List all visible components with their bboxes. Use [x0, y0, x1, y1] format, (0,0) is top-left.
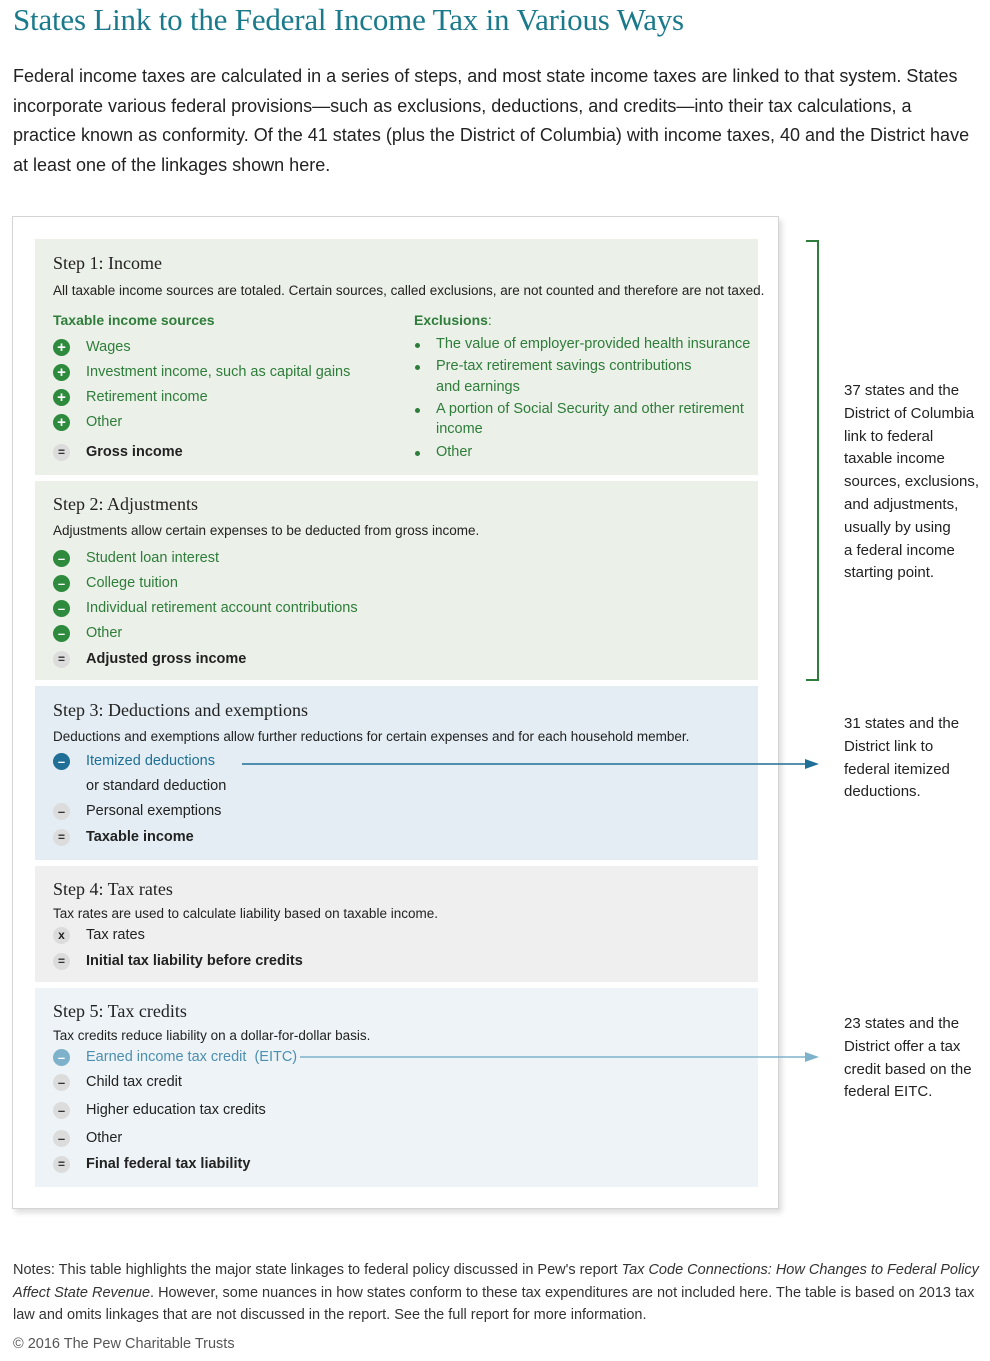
page-title: States Link to the Federal Income Tax in… — [13, 2, 684, 37]
initial-tax-liability-result: Initial tax liability before credits — [86, 953, 303, 969]
step3-title: Step 3: Deductions and exemptions — [53, 700, 308, 720]
adjustment-college-tuition: College tuition — [86, 575, 178, 591]
exclusion-other: Other — [436, 444, 473, 460]
minus-icon: – — [53, 550, 70, 567]
step4-title: Step 4: Tax rates — [53, 879, 173, 899]
step1-panel: Step 1: Income All taxable income source… — [35, 239, 764, 475]
tax-rates-item: Tax rates — [86, 927, 145, 943]
minus-icon: – — [53, 1049, 70, 1066]
itemized-deductions: Itemized deductions — [86, 753, 215, 769]
bullet-icon — [415, 408, 420, 413]
income-source-retirement: Retirement income — [86, 389, 208, 405]
itemized-arrowhead — [805, 759, 819, 769]
minus-icon: – — [53, 1130, 70, 1147]
step2-description: Adjustments allow certain expenses to be… — [53, 523, 480, 538]
step1-title: Step 1: Income — [53, 253, 162, 273]
step2-title: Step 2: Adjustments — [53, 494, 199, 514]
exclusion-social-security-cont: income — [436, 421, 483, 437]
final-tax-liability-result: Final federal tax liability — [86, 1156, 251, 1172]
exclusions-heading: Exclusions: — [414, 312, 492, 328]
child-tax-credit: Child tax credit — [86, 1074, 182, 1090]
higher-education-credits: Higher education tax credits — [86, 1102, 266, 1118]
plus-icon: + — [53, 414, 70, 431]
equals-icon: = — [53, 829, 70, 846]
plus-icon: + — [53, 364, 70, 381]
taxable-income-result: Taxable income — [86, 829, 194, 845]
income-source-investment: Investment income, such as capital gains — [86, 364, 351, 380]
minus-icon: – — [53, 1074, 70, 1091]
income-source-wages: Wages — [86, 339, 131, 355]
eitc-linkage-note: 23 states and the District offer a tax c… — [844, 1015, 972, 1101]
adjustment-ira: Individual retirement account contributi… — [86, 600, 358, 616]
step5-description: Tax credits reduce liability on a dollar… — [53, 1028, 371, 1043]
step5-panel: Step 5: Tax credits Tax credits reduce l… — [35, 988, 758, 1187]
exclusion-retirement-savings-cont: and earnings — [436, 379, 520, 395]
adjustment-student-loan: Student loan interest — [86, 550, 220, 566]
notes: Notes: This table highlights the major s… — [13, 1262, 979, 1323]
step4-description: Tax rates are used to calculate liabilit… — [53, 906, 438, 921]
itemized-linkage-note: 31 states and the District link to feder… — [844, 715, 960, 801]
adjustment-other: Other — [86, 625, 123, 641]
equals-icon: = — [53, 953, 70, 970]
tax-credit-other: Other — [86, 1130, 123, 1146]
step4-panel: Step 4: Tax rates Tax rates are used to … — [35, 866, 758, 982]
eitc-item: Earned income tax credit (EITC) — [86, 1049, 298, 1065]
exclusion-health-insurance: The value of employer-provided health in… — [436, 336, 751, 352]
adjusted-gross-income-result: Adjusted gross income — [86, 651, 247, 667]
eitc-arrowhead — [805, 1052, 819, 1062]
equals-icon: = — [53, 651, 70, 668]
minus-icon: – — [53, 625, 70, 642]
minus-icon: – — [53, 575, 70, 592]
income-bracket — [806, 240, 819, 681]
plus-icon: + — [53, 389, 70, 406]
income-source-other: Other — [86, 414, 123, 430]
copyright: © 2016 The Pew Charitable Trusts — [13, 1336, 235, 1352]
minus-icon: – — [53, 600, 70, 617]
minus-icon: – — [53, 753, 70, 770]
equals-icon: = — [53, 1156, 70, 1173]
times-icon: x — [53, 927, 70, 944]
personal-exemptions: Personal exemptions — [86, 803, 222, 819]
exclusion-retirement-savings: Pre-tax retirement savings contributions — [436, 358, 692, 374]
step5-title: Step 5: Tax credits — [53, 1001, 187, 1021]
bullet-icon — [415, 451, 420, 456]
step3-panel: Step 3: Deductions and exemptions Deduct… — [35, 686, 758, 860]
minus-icon: – — [53, 1102, 70, 1119]
step1-description: All taxable income sources are totaled. … — [53, 283, 765, 298]
income-linkage-note: 37 states and the District of Columbia l… — [844, 382, 980, 582]
standard-deduction: or standard deduction — [86, 778, 227, 794]
bullet-icon — [415, 365, 420, 370]
step2-panel: Step 2: Adjustments Adjustments allow ce… — [35, 481, 758, 680]
gross-income-result: Gross income — [86, 444, 183, 460]
taxable-income-sources-heading: Taxable income sources — [53, 312, 215, 328]
exclusion-social-security: A portion of Social Security and other r… — [436, 401, 744, 417]
step3-description: Deductions and exemptions allow further … — [53, 729, 690, 744]
intro-paragraph: Federal income taxes are calculated in a… — [13, 66, 970, 175]
equals-icon: = — [53, 444, 70, 461]
bullet-icon — [415, 343, 420, 348]
plus-icon: + — [53, 339, 70, 356]
minus-icon: – — [53, 803, 70, 820]
